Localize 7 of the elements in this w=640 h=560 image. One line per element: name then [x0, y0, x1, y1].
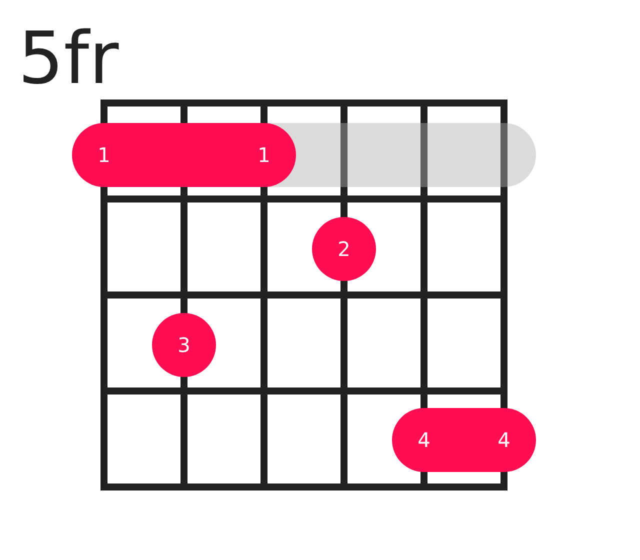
finger-number: 2: [336, 236, 352, 263]
finger-number: 1: [256, 142, 272, 169]
fret-position-label: 5fr: [18, 22, 119, 94]
finger-number: 4: [496, 427, 512, 454]
finger-number: 4: [416, 427, 432, 454]
finger-number: 3: [176, 332, 192, 359]
finger-number: 1: [96, 142, 112, 169]
